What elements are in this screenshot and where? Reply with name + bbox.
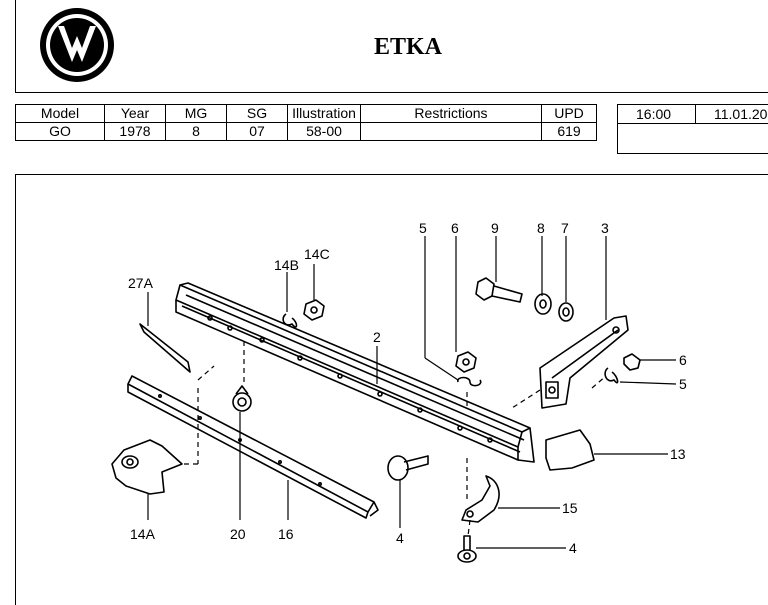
callout-2: 2 [373,329,381,345]
lower-strip-part [127,375,379,519]
callout-4-mid: 4 [396,530,404,546]
callout-8: 8 [537,220,545,236]
timestamp-row: 16:00 11.01.20 [618,105,768,124]
carriage-bolt-part [387,455,429,481]
header-box: ETKA [15,0,768,93]
callout-4-lower: 4 [569,540,577,556]
callout-13: 13 [670,446,686,462]
header-sg: SG [226,104,288,123]
callout-27a: 27A [128,275,154,291]
callout-16: 16 [278,526,294,542]
rubber-strip-part [139,323,191,373]
info-value-row: GO 1978 8 07 58-00 619 [15,122,597,141]
callout-3: 3 [601,220,609,236]
washer-7-part [558,302,574,322]
clip-14b-part [282,313,298,328]
volkswagen-logo-icon [40,8,114,82]
header-year: Year [104,104,166,123]
value-sg: 07 [226,122,288,141]
callout-14b: 14B [274,257,299,273]
timestamp-divider [695,105,696,123]
bolt-20-part [232,385,252,412]
bumper-bar-part [175,282,535,463]
timestamp-box: 16:00 11.01.20 [617,104,768,154]
bolt-4-lower-part [457,535,477,563]
value-mg: 8 [165,122,227,141]
callout-7: 7 [561,220,569,236]
nut-6b-part [623,353,641,371]
callout-15: 15 [562,500,578,516]
timestamp-time: 16:00 [636,106,672,122]
nut-14c-part [303,299,325,321]
lock-washer-part [534,293,552,315]
bracket-part [539,315,629,409]
callout-6-top: 6 [451,220,459,236]
clip-5b-part [604,367,619,384]
callout-20: 20 [230,526,246,542]
header-mg: MG [165,104,227,123]
info-table: Model Year MG SG Illustration Restrictio… [15,104,597,141]
page-title: ETKA [374,34,443,60]
callout-6-right: 6 [679,352,687,368]
guard-14a-part [111,439,183,495]
callout-5-right: 5 [679,376,687,392]
illustration-frame [15,174,768,605]
callout-9: 9 [491,220,499,236]
callout-14a: 14A [130,526,156,542]
callout-14c: 14C [304,246,330,262]
bolt-9-part [475,277,523,303]
callout-5-top: 5 [419,220,427,236]
clip-5-part [457,376,482,387]
value-model: GO [15,122,105,141]
value-illustration: 58-00 [287,122,361,141]
nut-6-part [455,351,477,373]
timestamp-date: 11.01.20 [714,106,768,122]
value-upd: 619 [541,122,597,141]
header-illustration: Illustration [287,104,361,123]
end-cap-13-part [545,429,595,471]
